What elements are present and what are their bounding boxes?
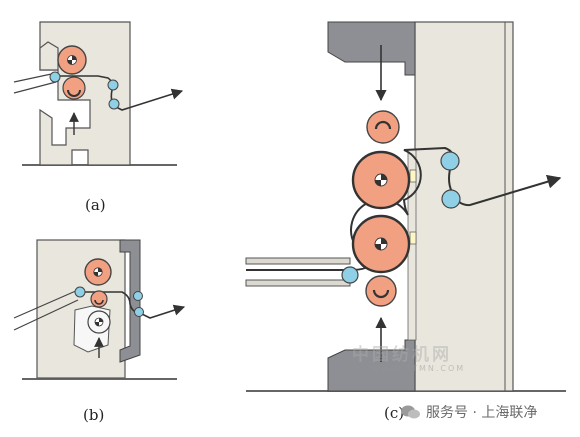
guide-roller-a-2 [108, 98, 120, 110]
quartered-circle-icon [94, 317, 104, 327]
watermark-account: 服务号 · 上海联净 [400, 402, 537, 422]
sensor-c-1 [409, 169, 417, 183]
quartered-circle-icon [93, 267, 103, 277]
feed-plate-b-top [13, 289, 79, 319]
quartered-circle-icon [374, 237, 388, 251]
feed-plate-c-bottom [245, 279, 351, 287]
top-roller-c [366, 110, 400, 144]
half-circle-icon [94, 299, 104, 305]
bottom-roller-c [365, 275, 397, 307]
guide-roller-a-left [49, 71, 61, 83]
panel-a [13, 21, 184, 166]
watermark-url: WWW.TTMN.COM [372, 364, 466, 373]
middle-roller-b [90, 290, 108, 308]
feed-plate-a-top [13, 72, 57, 83]
guide-roller-a-1 [107, 79, 119, 91]
half-circle-icon [374, 120, 392, 130]
frame-a-notch [39, 41, 59, 71]
watermark-site: 中国纺机网 [352, 345, 452, 365]
quartered-circle-icon [374, 173, 388, 187]
frame-a [39, 21, 131, 166]
panel-c [245, 21, 566, 392]
panel-b [13, 239, 186, 380]
feed-plate-c-top [245, 257, 351, 265]
half-circle-icon [372, 289, 390, 299]
half-circle-icon [67, 89, 81, 97]
quartered-circle-icon [67, 55, 77, 65]
feed-plate-a-bottom [13, 81, 57, 94]
top-clamp-c [327, 21, 416, 76]
guide-roller-c-2 [441, 189, 461, 209]
guide-roller-c-1 [440, 151, 460, 171]
watermark-account-text: 服务号 · 上海联净 [426, 405, 538, 421]
guide-roller-b-2 [134, 307, 144, 317]
frame-c [414, 21, 514, 392]
wechat-icon [401, 405, 420, 419]
caption-c: (c) [384, 404, 405, 422]
base-line-b [22, 378, 177, 380]
guide-roller-b-left [74, 286, 86, 298]
caption-b: (b) [83, 406, 105, 424]
guide-roller-b-1 [133, 291, 143, 301]
sensor-c-2 [409, 231, 417, 245]
feed-plate-b-bottom [13, 299, 79, 331]
caption-a: (a) [85, 196, 106, 214]
guide-roller-c-left [341, 266, 359, 284]
